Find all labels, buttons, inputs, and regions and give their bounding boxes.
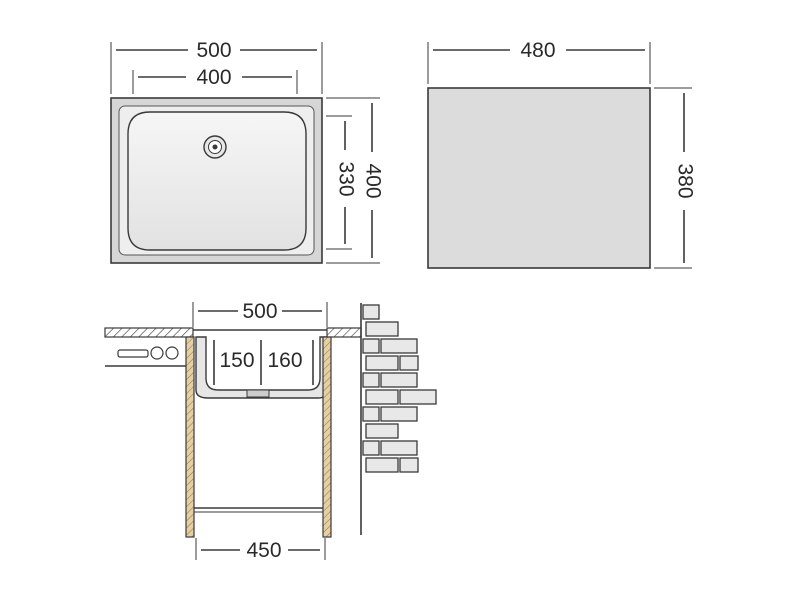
sink-bowl-section <box>195 336 327 399</box>
sink-bowl <box>127 111 307 251</box>
cabinet-wall-left <box>185 336 195 538</box>
brick-wall <box>360 303 437 535</box>
drain-outlet <box>246 389 270 398</box>
cutout-view: 480 380 <box>427 39 696 269</box>
label-bowl-right-depth: 160 <box>267 349 302 372</box>
dimension-cabinet-width: 450 <box>195 538 326 562</box>
dimension-inner-depth: 330 <box>326 115 357 250</box>
label-section-width: 500 <box>242 300 277 323</box>
brick <box>365 457 399 473</box>
dimension-cutout-depth: 380 <box>654 87 696 269</box>
brick <box>362 440 380 456</box>
label-cutout-depth: 380 <box>673 163 696 198</box>
label-inner-width: 400 <box>196 66 231 89</box>
brick <box>362 406 380 422</box>
dimension-bowl-depth: 150 160 <box>213 340 314 385</box>
brick <box>399 457 419 473</box>
label-outer-depth: 400 <box>361 163 384 198</box>
brick <box>380 372 418 388</box>
knob-icon <box>165 346 179 360</box>
brick <box>365 321 399 337</box>
sink-top-view: 500 400 330 400 <box>110 39 384 264</box>
knob-icon <box>150 346 164 360</box>
label-inner-depth: 330 <box>334 161 357 196</box>
countertop-right <box>326 327 362 338</box>
control-slot-icon <box>117 349 149 358</box>
drain-icon <box>203 135 227 159</box>
dimension-cutout-width: 480 <box>427 39 651 84</box>
section-view: 500 150 160 450 <box>104 300 437 562</box>
brick <box>365 389 399 405</box>
brick <box>365 355 399 371</box>
brick <box>399 355 419 371</box>
brick <box>365 423 399 439</box>
brick <box>380 338 418 354</box>
brick <box>362 304 380 320</box>
cabinet-wall-right <box>322 336 332 538</box>
dimension-inner-width: 400 <box>132 66 298 94</box>
label-cabinet-width: 450 <box>246 539 281 562</box>
dimension-outer-depth: 400 <box>326 97 384 264</box>
cutout-rectangle <box>427 87 651 269</box>
control-panel <box>117 346 179 360</box>
label-cutout-width: 480 <box>520 39 555 62</box>
brick <box>362 372 380 388</box>
label-outer-width: 500 <box>196 39 231 62</box>
label-bowl-left-depth: 150 <box>219 349 254 372</box>
dimension-section-width: 500 <box>192 300 328 327</box>
brick <box>399 389 437 405</box>
brick <box>380 440 418 456</box>
brick <box>362 338 380 354</box>
dimension-outer-width: 500 <box>110 39 323 94</box>
countertop-left <box>104 327 194 338</box>
brick <box>380 406 418 422</box>
